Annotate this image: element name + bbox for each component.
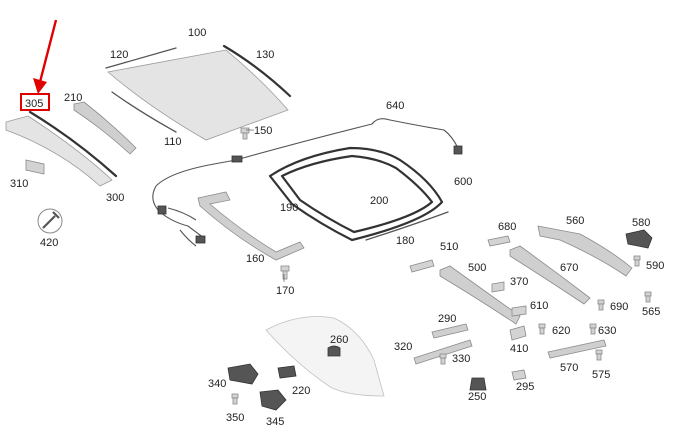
label-320: 320 <box>394 341 412 353</box>
connector-600 <box>453 145 463 155</box>
part-345-motor <box>259 389 287 411</box>
label-640: 640 <box>386 100 404 112</box>
connector-c <box>231 155 243 163</box>
part-220-block <box>277 365 297 379</box>
label-680: 680 <box>498 221 516 233</box>
label-180: 180 <box>396 235 414 247</box>
part-690-screw <box>597 299 605 311</box>
part-580-motor <box>625 229 653 249</box>
label-260: 260 <box>330 334 348 346</box>
connector-b <box>195 235 206 244</box>
part-350-screw <box>231 393 239 405</box>
part-110-trim <box>111 91 177 133</box>
wire-branch <box>167 207 197 247</box>
label-580: 580 <box>632 217 650 229</box>
highlight-box-305 <box>20 93 50 111</box>
label-150: 150 <box>254 125 272 137</box>
part-150-screw <box>240 127 250 140</box>
label-420: 420 <box>40 237 58 249</box>
part-305-seal <box>28 110 118 178</box>
connector-a <box>157 205 167 215</box>
label-340: 340 <box>208 378 226 390</box>
part-160-rail <box>197 191 305 261</box>
part-610-block <box>511 305 527 317</box>
label-670: 670 <box>560 262 578 274</box>
label-510: 510 <box>440 241 458 253</box>
label-290: 290 <box>438 313 456 325</box>
label-310: 310 <box>10 178 28 190</box>
label-410: 410 <box>510 343 528 355</box>
part-575-screw <box>595 349 603 361</box>
label-170: 170 <box>276 285 294 297</box>
label-560: 560 <box>566 215 584 227</box>
part-500-rail <box>439 265 521 325</box>
part-670-rail <box>509 245 591 305</box>
label-350: 350 <box>226 412 244 424</box>
label-590: 590 <box>646 260 664 272</box>
part-630-screw <box>589 323 597 335</box>
label-160: 160 <box>246 253 264 265</box>
label-120: 120 <box>110 49 128 61</box>
part-330-screw <box>439 353 447 365</box>
label-370: 370 <box>510 276 528 288</box>
label-630: 630 <box>598 325 616 337</box>
highlight-arrow <box>33 19 58 94</box>
part-640-wire <box>155 118 459 187</box>
part-410-bracket <box>509 325 527 341</box>
part-620-screw <box>538 323 546 335</box>
part-310-block <box>25 159 45 175</box>
part-590-screw <box>633 255 641 267</box>
part-565-screw <box>644 291 652 303</box>
part-300-glass-panel <box>5 115 113 187</box>
part-340-motor <box>227 363 259 385</box>
label-130: 130 <box>256 49 274 61</box>
part-290-strip <box>431 323 469 339</box>
part-370-block <box>491 281 505 293</box>
part-600-wire <box>152 185 205 239</box>
label-500: 500 <box>468 262 486 274</box>
leader-lines <box>246 129 285 282</box>
label-610: 610 <box>530 300 548 312</box>
part-510-clip <box>409 259 435 273</box>
part-210-bracket <box>73 101 137 155</box>
part-180-strip <box>365 211 449 241</box>
label-220: 220 <box>292 385 310 397</box>
label-620: 620 <box>552 325 570 337</box>
label-570: 570 <box>560 362 578 374</box>
part-170-screw <box>280 265 290 280</box>
part-190-frame-seal <box>268 146 444 242</box>
label-100: 100 <box>188 27 206 39</box>
part-260-grommet <box>327 345 341 357</box>
part-420-tool-icon <box>37 208 63 234</box>
label-600: 600 <box>454 176 472 188</box>
part-560-frame <box>537 225 633 277</box>
label-250: 250 <box>468 391 486 403</box>
label-565: 565 <box>642 306 660 318</box>
label-575: 575 <box>592 369 610 381</box>
part-130-trim <box>222 44 292 98</box>
label-345: 345 <box>266 416 284 428</box>
label-295: 295 <box>516 381 534 393</box>
label-690: 690 <box>610 301 628 313</box>
label-330: 330 <box>452 353 470 365</box>
part-320-rail <box>413 339 473 365</box>
part-200-frame-seal <box>280 154 434 234</box>
part-100-roof-panel <box>107 49 289 141</box>
label-210: 210 <box>64 92 82 104</box>
part-680-clip <box>487 235 511 247</box>
part-120-trim <box>105 47 177 69</box>
part-570-strip <box>547 339 607 359</box>
label-200: 200 <box>370 195 388 207</box>
label-300: 300 <box>106 192 124 204</box>
part-250-bump-stop <box>469 377 487 391</box>
label-190: 190 <box>280 202 298 214</box>
part-295-clip <box>511 369 527 381</box>
car-body-sketch <box>265 316 385 397</box>
label-305: 305 <box>25 98 43 110</box>
label-110: 110 <box>164 136 182 148</box>
